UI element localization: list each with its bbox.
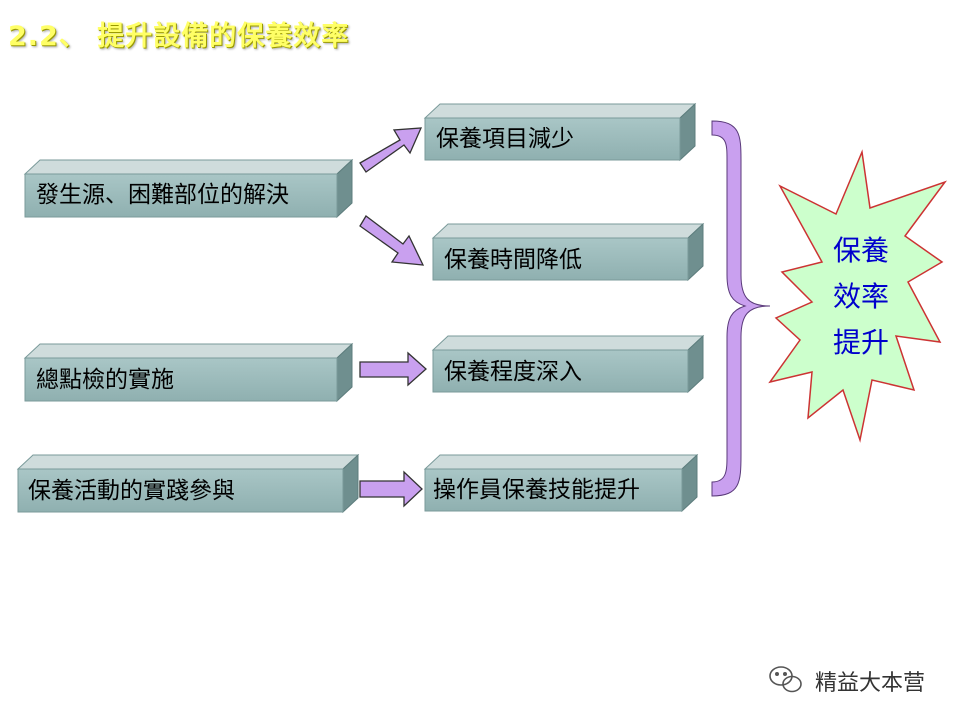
arrow-up-right	[359, 127, 423, 173]
arrow-right-2	[359, 470, 423, 508]
effect-box-3	[431, 334, 705, 394]
cause-box-1	[23, 158, 354, 219]
result-text-line-1: 保養	[832, 234, 889, 267]
cause-box-2	[23, 342, 354, 403]
arrow-down-right	[359, 215, 425, 266]
effect-box-2	[431, 222, 705, 282]
page-title: 2.2、 提升設備的保養效率	[8, 21, 350, 52]
cause-label-2: 總點檢的實施	[36, 367, 174, 393]
effect-box-4	[423, 453, 699, 513]
curly-brace	[711, 120, 771, 497]
cause-label-3: 保養活動的實踐參與	[28, 478, 235, 504]
result-text-line-2: 效率	[832, 280, 889, 313]
effect-label-2: 保養時間降低	[444, 247, 582, 273]
effect-label-4: 操作員保養技能提升	[433, 477, 640, 503]
arrow-right-1	[359, 351, 427, 387]
cause-box-3	[16, 453, 360, 514]
effect-label-1: 保養項目減少	[436, 126, 574, 152]
result-starburst	[768, 149, 948, 443]
effect-label-3: 保養程度深入	[444, 359, 582, 385]
effect-box-1	[423, 102, 697, 162]
watermark-text: 精益大本营	[815, 671, 926, 696]
cause-label-1: 發生源、困難部位的解決	[36, 182, 289, 208]
result-text-line-3: 提升	[832, 326, 889, 359]
